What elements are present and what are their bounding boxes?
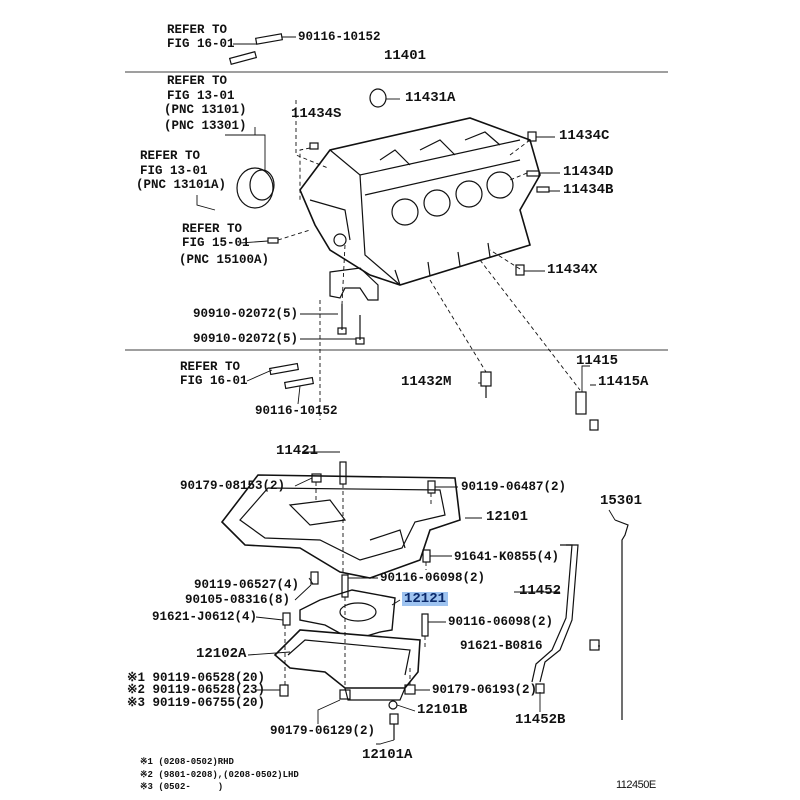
- bolt-90910-upper: [337, 304, 347, 335]
- label-pnc-13301: (PNC 13301): [164, 119, 247, 133]
- pin-11434B: [536, 186, 550, 193]
- bolt-90119-06527: [310, 571, 319, 585]
- label-refer-to: REFER TO: [167, 74, 228, 88]
- part-90910-02072-b[interactable]: 90910-02072(5): [193, 332, 299, 346]
- plug-11431A: [369, 88, 387, 108]
- pin-11434X: [515, 264, 525, 276]
- label-refer-to: REFER TO: [140, 149, 201, 163]
- part-90119-06527[interactable]: 90119-06527(4): [194, 578, 300, 592]
- label-refer-to: REFER TO: [167, 23, 228, 37]
- footnote-1: ※1 (0208-0502)RHD: [140, 757, 234, 767]
- bolt-91641-K0855: [422, 549, 431, 563]
- part-90119-06487[interactable]: 90119-06487(2): [461, 480, 567, 494]
- leader-lines-lower: [247, 451, 616, 745]
- part-12101[interactable]: 12101: [486, 509, 529, 525]
- footnote-2: ※2 (9801-0208),(0208-0502)LHD: [140, 770, 299, 780]
- part-90179-08153[interactable]: 90179-08153(2): [180, 479, 286, 493]
- stud-90116-06098-b: [421, 613, 429, 637]
- part-91621-B0816[interactable]: 91621-B0816: [460, 639, 543, 653]
- label-fig-15-01: FIG 15-01: [182, 236, 250, 250]
- part-90116-06098-a[interactable]: 90116-06098(2): [380, 571, 486, 585]
- part-91621-J0612[interactable]: 91621-J0612(4): [152, 610, 258, 624]
- part-90119-06755-20[interactable]: ※3 90119-06755(20): [127, 696, 265, 710]
- part-90116-10152-bottom[interactable]: 90116-10152: [255, 404, 338, 418]
- bearing-cap: [329, 267, 379, 301]
- label-pnc-15100a: (PNC 15100A): [179, 253, 270, 267]
- leader-lines: [196, 36, 596, 405]
- stud-upper: [254, 33, 284, 45]
- part-12101A[interactable]: 12101A: [362, 747, 413, 763]
- part-12101B[interactable]: 12101B: [417, 702, 468, 718]
- dashed-leaders: [277, 100, 581, 420]
- part-11421[interactable]: 11421: [276, 443, 319, 459]
- part-11432M[interactable]: 11432M: [401, 374, 452, 390]
- part-11434D[interactable]: 11434D: [563, 164, 614, 180]
- part-11434X[interactable]: 11434X: [547, 262, 598, 278]
- plug-12101A: [389, 713, 399, 740]
- part-90179-06129[interactable]: 90179-06129(2): [270, 724, 376, 738]
- dipstick-15301: [614, 519, 629, 720]
- oring-11452B: [535, 683, 545, 694]
- pin-refer: [267, 237, 279, 244]
- stud-lower: [228, 51, 258, 65]
- part-90119-06528-20[interactable]: ※1 90119-06528(20): [127, 671, 265, 685]
- part-11434C[interactable]: 11434C: [559, 128, 610, 144]
- part-11401[interactable]: 11401: [384, 48, 427, 64]
- part-11452B[interactable]: 11452B: [515, 712, 566, 728]
- label-pnc-13101: (PNC 13101): [164, 103, 247, 117]
- part-90910-02072-a[interactable]: 90910-02072(5): [193, 307, 299, 321]
- label-fig-13-01: FIG 13-01: [167, 89, 235, 103]
- part-11434B[interactable]: 11434B: [563, 182, 614, 198]
- label-fig-13-01: FIG 13-01: [140, 164, 208, 178]
- gasket-12101B: [388, 700, 398, 710]
- label-refer-to: REFER TO: [182, 222, 243, 236]
- bolt-91621-J0612: [282, 612, 291, 626]
- part-91641-K0855[interactable]: 91641-K0855(4): [454, 550, 560, 564]
- dipstick-guide-11452: [531, 544, 579, 683]
- bolt-91621-B0816: [589, 639, 600, 651]
- stud-90116-10152: [283, 376, 315, 390]
- part-11434S[interactable]: 11434S: [291, 106, 342, 122]
- part-12102A[interactable]: 12102A: [196, 646, 247, 662]
- stud-refer-16: [268, 362, 300, 376]
- part-11431A[interactable]: 11431A: [405, 90, 456, 106]
- label-fig-16-01: FIG 16-01: [167, 37, 235, 51]
- pin-11434D: [526, 170, 540, 177]
- oil-filter-element: [236, 167, 275, 209]
- part-90116-10152-top[interactable]: 90116-10152: [298, 30, 381, 44]
- nut-90179-06129: [339, 689, 351, 700]
- bolt-90119-06528: [279, 684, 289, 697]
- plug-11434C: [527, 131, 537, 142]
- part-12121-highlighted[interactable]: 12121: [402, 591, 449, 607]
- part-11415A[interactable]: 11415A: [598, 374, 649, 390]
- cylinder-block-11401: [299, 117, 541, 286]
- label-pnc-13101a: (PNC 13101A): [136, 178, 227, 192]
- bolt-90910-lower: [355, 315, 365, 345]
- part-90105-08316[interactable]: 90105-08316(8): [185, 593, 291, 607]
- oil-pan-12101: [220, 474, 461, 579]
- dashed-leaders-lower: [284, 482, 432, 690]
- pin-11434S: [309, 142, 319, 150]
- part-15301[interactable]: 15301: [600, 493, 643, 509]
- footnote-3: ※3 (0502- ): [140, 782, 224, 792]
- part-11452[interactable]: 11452: [519, 583, 562, 599]
- sensor-11432M: [480, 371, 492, 398]
- figure-code: 112450E: [616, 779, 656, 791]
- part-11415[interactable]: 11415: [576, 353, 619, 369]
- label-refer-to: REFER TO: [180, 360, 241, 374]
- part-90119-06528-23[interactable]: ※2 90119-06528(23): [127, 683, 265, 697]
- part-90116-06098-b[interactable]: 90116-06098(2): [448, 615, 554, 629]
- label-fig-16-01: FIG 16-01: [180, 374, 248, 388]
- part-90179-06193[interactable]: 90179-06193(2): [432, 683, 538, 697]
- sensor-11415: [575, 391, 599, 431]
